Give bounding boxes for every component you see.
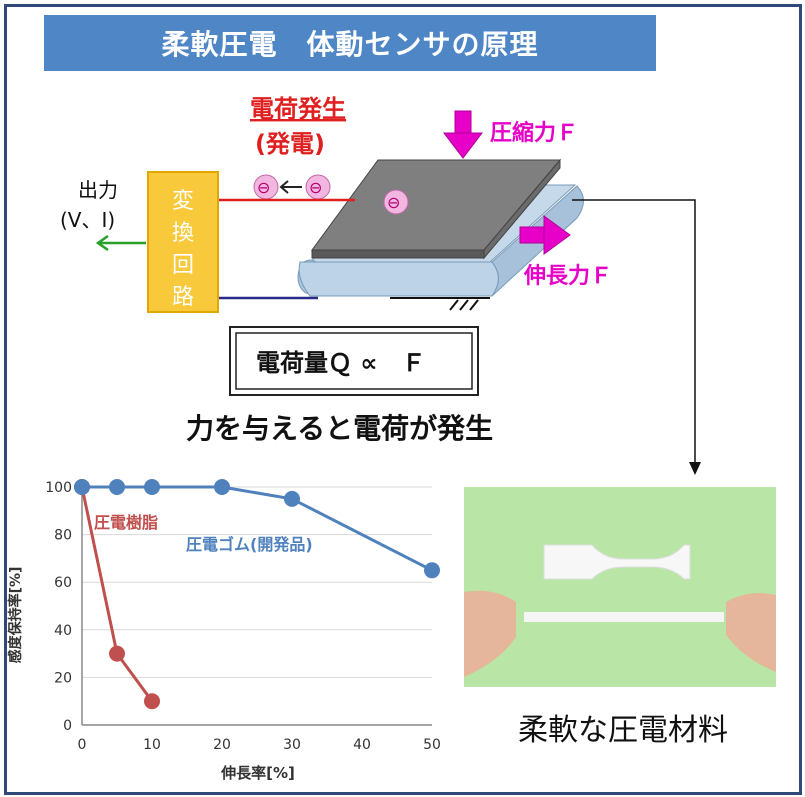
x-tick-label: 30	[283, 737, 301, 753]
charge-label-line2: (発電)	[255, 130, 325, 158]
connector-arrowhead	[689, 462, 701, 475]
formula-box	[229, 326, 479, 396]
data-point	[424, 562, 440, 579]
output-label-line1: 出力	[78, 178, 118, 202]
charge-symbol: ⊖	[309, 178, 322, 197]
data-point	[109, 479, 125, 495]
x-tick-label: 10	[143, 737, 161, 753]
data-point	[144, 479, 160, 495]
y-tick-label: 40	[54, 623, 72, 639]
statement-text: 力を与えると電荷が発生	[186, 412, 493, 445]
y-tick-label: 60	[54, 575, 72, 591]
y-tick-label: 100	[45, 480, 72, 496]
piezo-sheet	[311, 158, 562, 260]
x-axis-label: 伸長率[%]	[220, 764, 295, 782]
charge-particle: ⊖	[253, 174, 279, 200]
converter-char: 換	[172, 221, 194, 246]
x-tick-label: 40	[353, 737, 371, 753]
data-point	[284, 490, 300, 507]
charge-flow-arrow	[279, 180, 302, 194]
converter-char: 路	[172, 285, 194, 310]
charge-particle: ⊖	[383, 189, 409, 215]
compress-label: 圧縮力Ｆ	[490, 120, 578, 146]
x-tick-label: 50	[423, 737, 441, 753]
stretched-sample	[524, 612, 724, 622]
principle-diagram: 圧縮力Ｆ 伸長力Ｆ 電荷発生 (発電) ⊖ ⊖ ⊖ 変 換 回 路 出力 (V、…	[60, 95, 701, 475]
charge-symbol: ⊖	[257, 178, 270, 197]
legend-label-resin: 圧電樹脂	[94, 513, 158, 532]
material-caption: 柔軟な圧電材料	[518, 713, 728, 748]
y-tick-label: 20	[54, 670, 72, 686]
charge-symbol: ⊖	[387, 193, 400, 212]
ground-symbol	[390, 297, 490, 311]
connector-line	[572, 199, 696, 462]
dumbbell-sample	[543, 544, 691, 580]
x-tick-label: 0	[78, 737, 87, 753]
legend-label-rubber: 圧電ゴム(開発品)	[186, 535, 313, 554]
output-label-line2: (V、I)	[60, 208, 115, 232]
data-point	[109, 645, 125, 662]
x-tick-label: 20	[213, 737, 231, 753]
charge-particle: ⊖	[305, 174, 331, 200]
stretch-arrow	[519, 215, 571, 255]
converter-char: 回	[172, 253, 194, 278]
page-title: 柔軟圧電 体動センサの原理	[44, 15, 656, 71]
output-arrow	[95, 234, 146, 252]
stretch-label: 伸長力Ｆ	[523, 264, 612, 289]
converter-char: 変	[172, 189, 194, 214]
compress-arrow	[442, 110, 484, 159]
material-photo	[464, 487, 776, 687]
data-point	[144, 693, 160, 710]
converter-box	[147, 171, 219, 313]
left-fingers	[464, 590, 516, 677]
charge-label-line1: 電荷発生	[250, 95, 346, 123]
right-fingers	[726, 593, 776, 672]
data-point	[214, 479, 230, 495]
formula-text: 電荷量Ｑ ∝ Ｆ	[256, 349, 425, 377]
y-tick-label: 80	[54, 528, 72, 544]
data-point	[74, 479, 90, 495]
y-axis-label: 感度保持率[%]	[7, 567, 24, 664]
y-tick-label: 0	[63, 718, 72, 734]
